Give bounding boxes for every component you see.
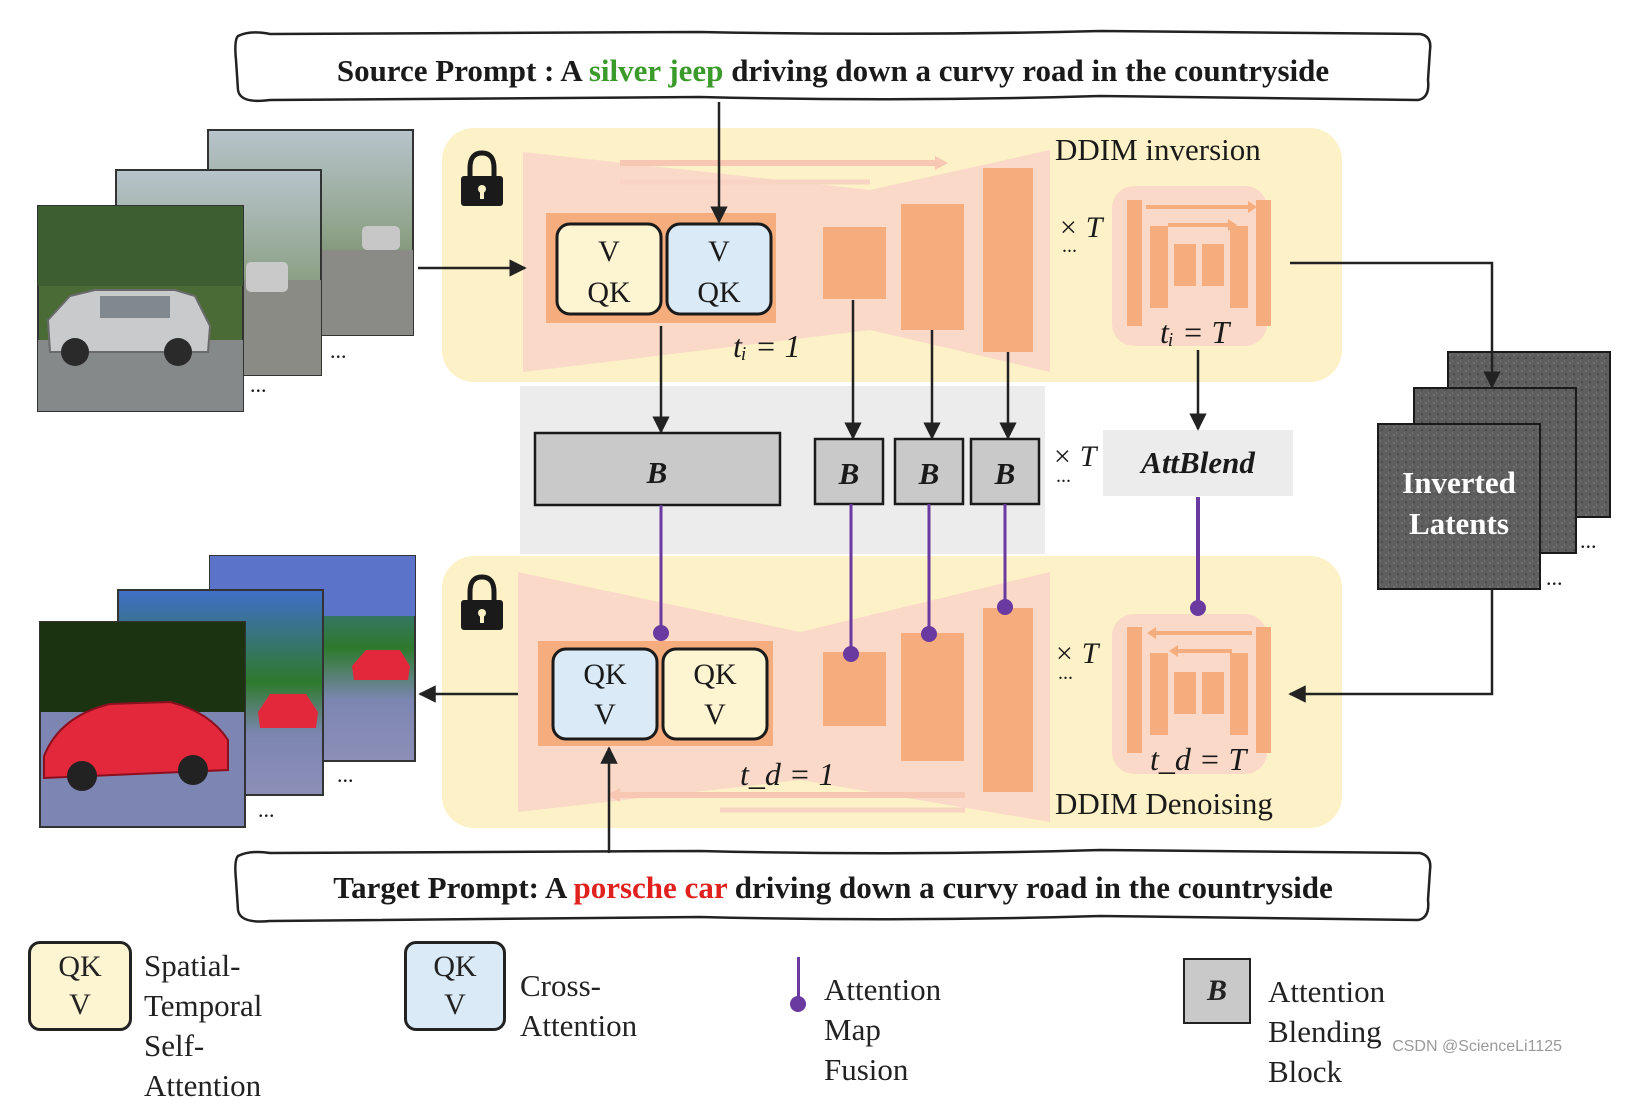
inverted-latents-label-2: Latents — [1409, 506, 1509, 541]
svg-text:B: B — [918, 456, 940, 491]
svg-text:...: ... — [250, 372, 267, 397]
legend-cross-attention-label: Cross-Attention — [520, 968, 638, 1043]
svg-text:B: B — [994, 456, 1016, 491]
unet-block-3-bottom — [983, 608, 1033, 792]
cross-attention-block-bottom — [551, 647, 659, 741]
svg-text:B: B — [646, 455, 668, 490]
ddim-denoising-panel: QK V QK V t_d = 1 DDIM Denoising × T ...… — [442, 556, 1342, 828]
legend-fusion-label: Attention Map Fusion — [824, 972, 942, 1087]
loop-label-bottom: × T — [1054, 637, 1101, 670]
legend-self-attention-label: Spatial-Temporal Self-Attention — [144, 948, 263, 1103]
unet-block-3-top — [983, 168, 1033, 352]
unet-block-2-bottom — [901, 633, 964, 761]
legend-cross-attention-box: QK V — [404, 941, 506, 1031]
target-prompt-text: Target Prompt: A porsche car driving dow… — [333, 870, 1333, 905]
svg-text:B: B — [838, 456, 860, 491]
inverted-latents-stack: Inverted Latents ... ... — [1377, 351, 1611, 590]
svg-text:...: ... — [1056, 465, 1071, 487]
legend-fusion-dot — [790, 996, 806, 1012]
blend-block-large — [533, 431, 782, 507]
legend-fusion-icon — [797, 957, 800, 1001]
timestep-bottom-loop: t_d = T — [1150, 741, 1248, 777]
attblend-label: AttBlend — [1139, 445, 1255, 480]
to-latents-arrow — [1290, 261, 1501, 389]
unet-block-1-bottom — [823, 652, 886, 726]
lock-icon — [461, 150, 503, 206]
attblend-box — [1103, 430, 1293, 496]
legend-blending-box: B — [1183, 958, 1251, 1024]
blend-block-small-3 — [969, 437, 1041, 506]
svg-text:V: V — [708, 235, 730, 268]
flow-arrows — [418, 102, 1501, 853]
attention-map-fusion-lines — [653, 497, 1206, 662]
unet-block-1-top — [823, 227, 886, 299]
svg-text:...: ... — [1062, 235, 1077, 257]
timestep-top-loop: tᵢ = T — [1160, 314, 1232, 350]
svg-text:QK: QK — [693, 658, 737, 691]
attention-blending-band: B B B B × T ... AttBlend — [520, 386, 1293, 554]
target-prompt-banner: Target Prompt: A porsche car driving dow… — [234, 848, 1432, 923]
video-frames-source: ... ... — [37, 129, 414, 412]
svg-text:...: ... — [1546, 565, 1563, 590]
timestep-top-start: tᵢ = 1 — [733, 328, 801, 364]
video-frames-target: ... ... — [39, 555, 416, 828]
svg-text:...: ... — [330, 338, 347, 363]
legend-blending-label: Attention Blending Block — [1268, 974, 1386, 1089]
ddim-inversion-panel: V QK V QK tᵢ = 1 DDIM inversion × T ... … — [442, 128, 1342, 382]
ddim-inversion-title: DDIM inversion — [1055, 132, 1261, 167]
svg-text:...: ... — [337, 762, 354, 787]
loop-label-middle: × T — [1052, 440, 1099, 473]
loop-label-top: × T — [1058, 211, 1105, 244]
svg-text:V: V — [598, 235, 620, 268]
svg-text:V: V — [594, 698, 616, 731]
self-attention-block-top — [555, 222, 663, 316]
svg-text:...: ... — [1058, 662, 1073, 684]
pipeline-diagram: Source Prompt : A silver jeep driving do… — [37, 29, 1611, 923]
source-prompt-banner: Source Prompt : A silver jeep driving do… — [234, 29, 1432, 103]
svg-text:QK: QK — [583, 658, 627, 691]
timestep-bottom-start: t_d = 1 — [740, 756, 834, 792]
watermark: CSDN @ScienceLi1125 — [1392, 1038, 1562, 1055]
lock-icon — [461, 574, 503, 630]
cross-attention-block-top — [665, 222, 773, 316]
porsche-shape — [43, 700, 229, 780]
svg-text:...: ... — [258, 797, 275, 822]
blend-block-small-1 — [813, 437, 885, 506]
inverted-latents-label-1: Inverted — [1402, 465, 1516, 500]
unet-block-2-top — [901, 204, 964, 330]
svg-text:V: V — [704, 698, 726, 731]
svg-text:QK: QK — [697, 276, 741, 309]
ddim-denoising-title: DDIM Denoising — [1055, 786, 1273, 821]
self-attention-block-bottom — [661, 647, 769, 741]
from-latents-arrow — [1288, 589, 1494, 703]
svg-text:QK: QK — [587, 276, 631, 309]
source-prompt-text: Source Prompt : A silver jeep driving do… — [337, 53, 1329, 88]
svg-text:...: ... — [1580, 528, 1597, 553]
legend-self-attention-box: QK V — [28, 941, 132, 1031]
